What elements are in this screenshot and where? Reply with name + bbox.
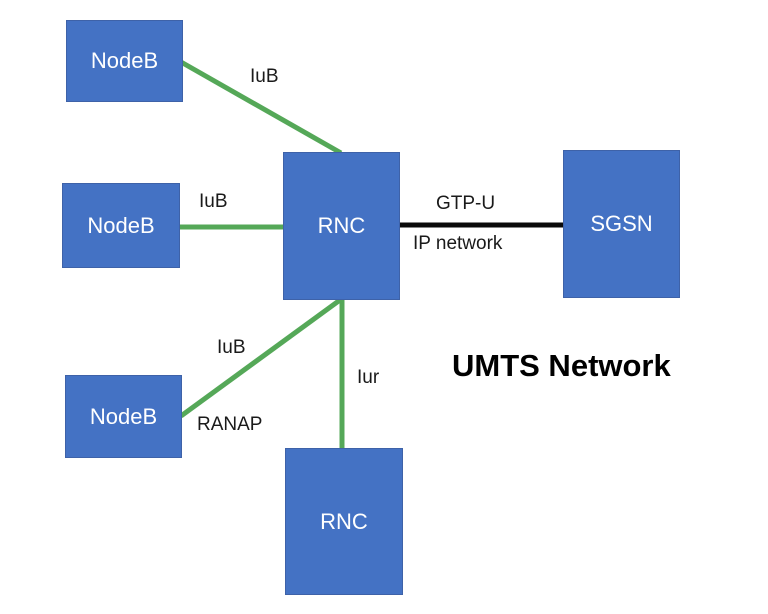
node-nodeb-bottom-label: NodeB — [89, 403, 158, 429]
node-rnc-center: RNC — [283, 152, 400, 300]
edge-label-iub-top: IuB — [250, 66, 279, 87]
node-sgsn-label: SGSN — [590, 211, 653, 236]
link-nodeb-top-to-rnc — [179, 59, 343, 156]
link-nodeb-bottom-to-rnc — [179, 297, 342, 419]
edge-label-iur: Iur — [357, 367, 380, 388]
node-rnc-bottom: RNC — [285, 448, 403, 595]
edge-label-iub-middle: IuB — [199, 191, 228, 212]
edge-label-ranap: RANAP — [197, 414, 263, 435]
node-sgsn: SGSN — [563, 150, 680, 298]
node-nodeb-top: NodeB — [66, 20, 183, 102]
node-rnc-center-label: RNC — [317, 213, 366, 238]
edge-label-ip-network: IP network — [413, 233, 503, 254]
node-nodeb-middle-label: NodeB — [87, 212, 155, 238]
edge-label-gtpu: GTP-U — [436, 193, 496, 214]
node-nodeb-middle: NodeB — [62, 183, 180, 268]
node-nodeb-bottom: NodeB — [65, 375, 182, 458]
node-rnc-bottom-label: RNC — [320, 508, 368, 534]
diagram-title: UMTS Network — [452, 348, 671, 383]
edge-label-iub-bottom: IuB — [217, 337, 246, 358]
node-nodeb-top-label: NodeB — [90, 48, 159, 73]
